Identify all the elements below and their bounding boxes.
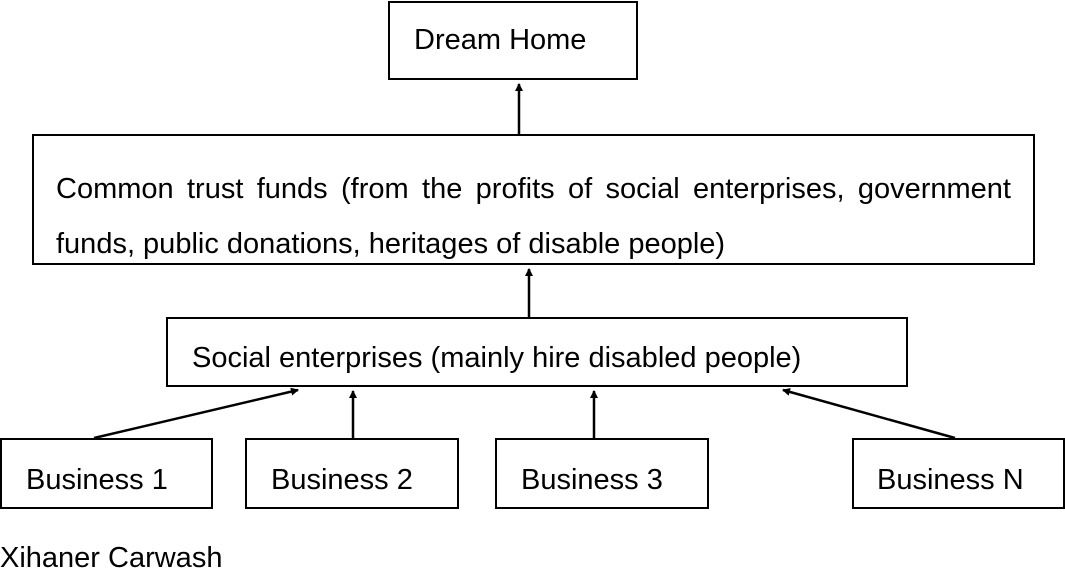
business-1-label: Business 1	[26, 464, 168, 496]
dream-home-box: Dream Home	[388, 1, 638, 80]
social-enterprises-box: Social enterprises (mainly hire disabled…	[166, 317, 908, 387]
business-n-box: Business N	[852, 438, 1065, 509]
business-3-box: Business 3	[495, 438, 709, 509]
dream-home-label: Dream Home	[414, 24, 587, 56]
arrow-b1-to-social	[93, 387, 299, 440]
business-2-label: Business 2	[271, 464, 413, 496]
trust-funds-label: Common trust funds (from the profits of …	[56, 173, 1011, 260]
business-2-box: Business 2	[245, 438, 459, 509]
trust-funds-box: Common trust funds (from the profits of …	[32, 134, 1035, 265]
business-1-box: Business 1	[0, 438, 213, 509]
business-3-label: Business 3	[521, 464, 663, 496]
figure-caption: Xihaner Carwash	[0, 542, 223, 574]
arrow-bn-to-social	[782, 388, 956, 440]
social-enterprises-label: Social enterprises (mainly hire disabled…	[192, 342, 802, 374]
business-n-label: Business N	[877, 464, 1024, 496]
